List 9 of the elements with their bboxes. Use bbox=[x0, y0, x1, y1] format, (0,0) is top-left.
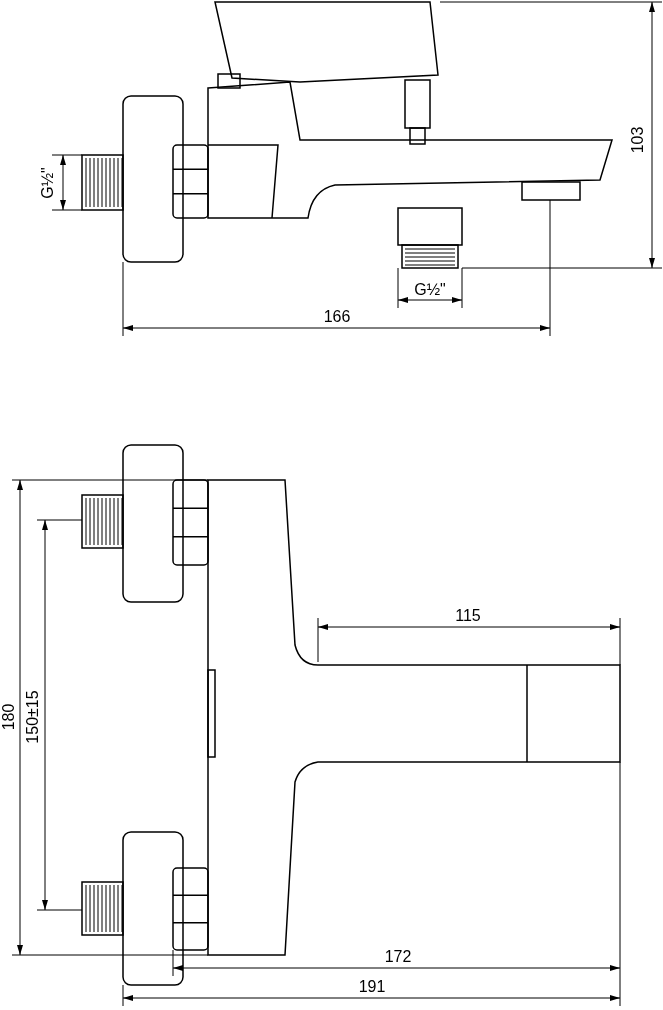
dimension-label: 180 bbox=[0, 703, 18, 731]
dimension-label: 150±15 bbox=[24, 690, 42, 744]
dimension-label: G½" bbox=[39, 167, 57, 199]
dimension-label: 191 bbox=[358, 978, 386, 996]
dimension-label: 166 bbox=[323, 308, 351, 326]
dimension-label: G½" bbox=[414, 281, 446, 299]
dimension-label: 172 bbox=[384, 948, 412, 966]
dimension-label: 115 bbox=[455, 607, 481, 625]
dimension-label: 103 bbox=[629, 126, 647, 154]
